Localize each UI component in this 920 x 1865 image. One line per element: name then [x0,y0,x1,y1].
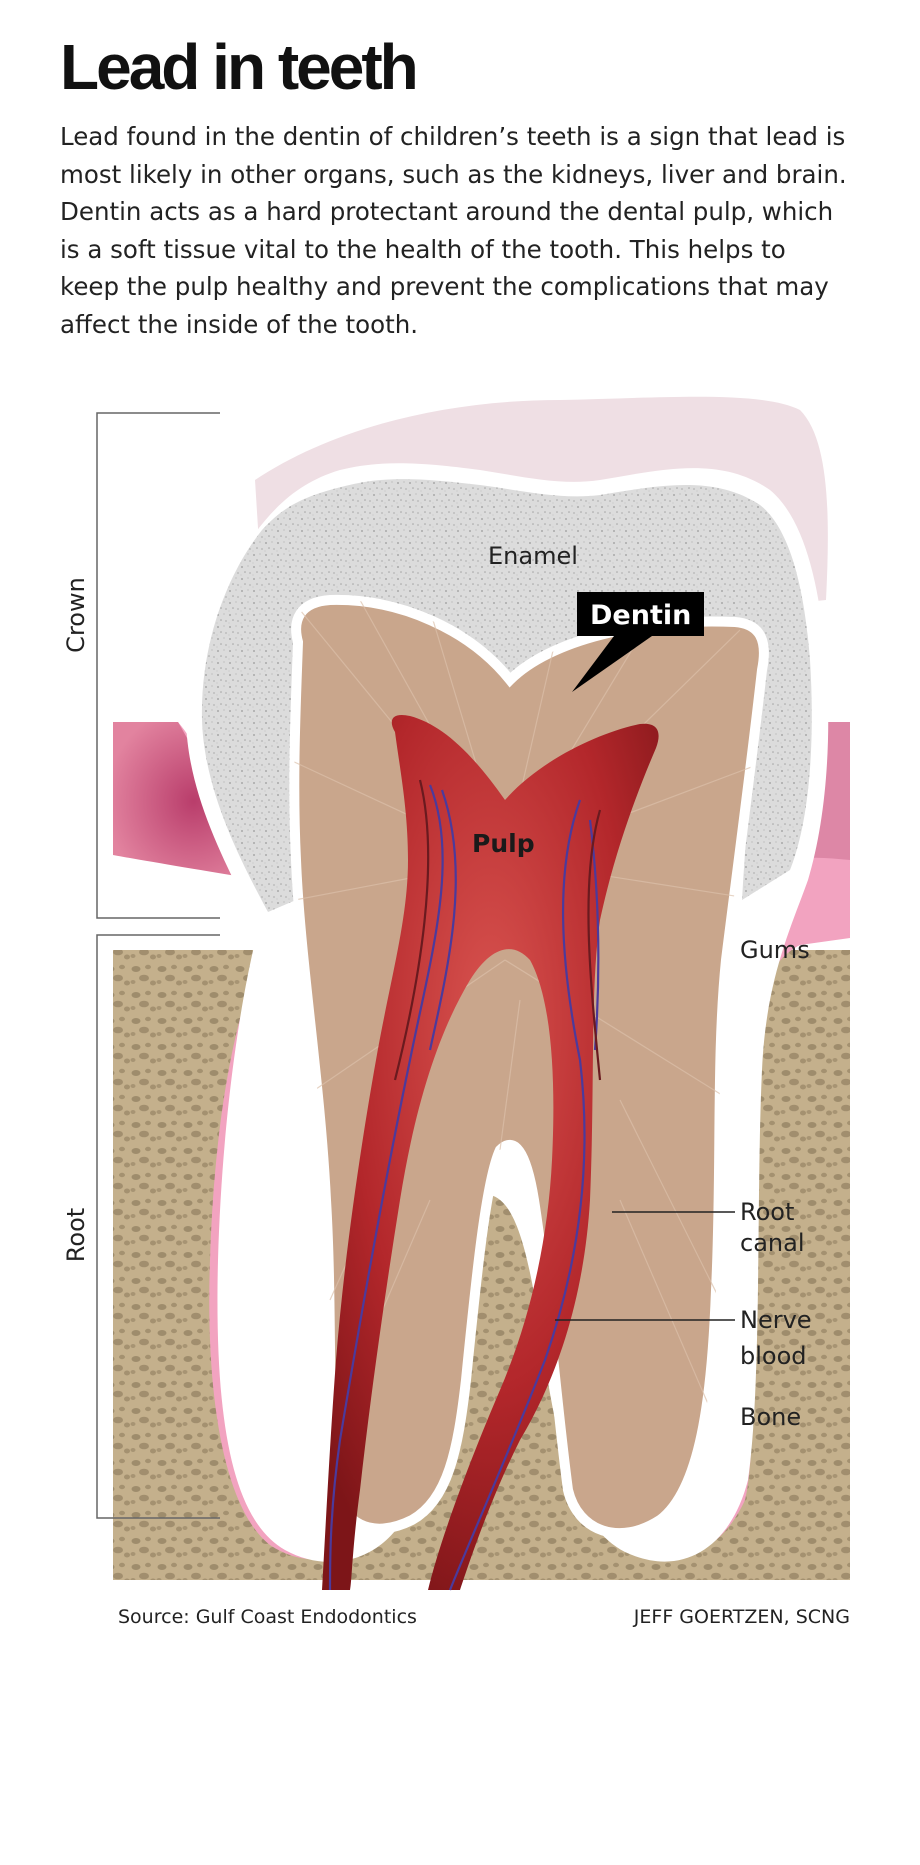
crown-label: Crown [62,577,90,653]
dentin-callout: Dentin [572,592,704,692]
enamel-region [201,479,812,912]
bone-label: Bone [740,1403,801,1431]
nerve-label-line1: Nerve [740,1306,812,1334]
gums-label: Gums [740,936,810,964]
page-title: Lead in teeth [60,31,419,103]
root-label: Root [62,1208,90,1262]
source-note: Source: Gulf Coast Endodontics [118,1606,417,1628]
intro-paragraph: Lead found in the dentin of children’s t… [60,122,847,339]
root-canal-label-line1: Root [740,1198,794,1226]
nerve-lines [328,779,602,1591]
enamel-label: Enamel [488,542,578,570]
crown-bracket [96,412,220,919]
svg-text:Dentin: Dentin [590,600,691,631]
artist-credit: JEFF GOERTZEN, SCNG [633,1606,850,1628]
pulp-label: Pulp [472,829,535,858]
root-canal-label-line2: canal [740,1229,805,1257]
nerve-label-line2: blood [740,1342,807,1370]
root-bracket [96,934,220,1519]
pulp-region [322,714,659,1590]
